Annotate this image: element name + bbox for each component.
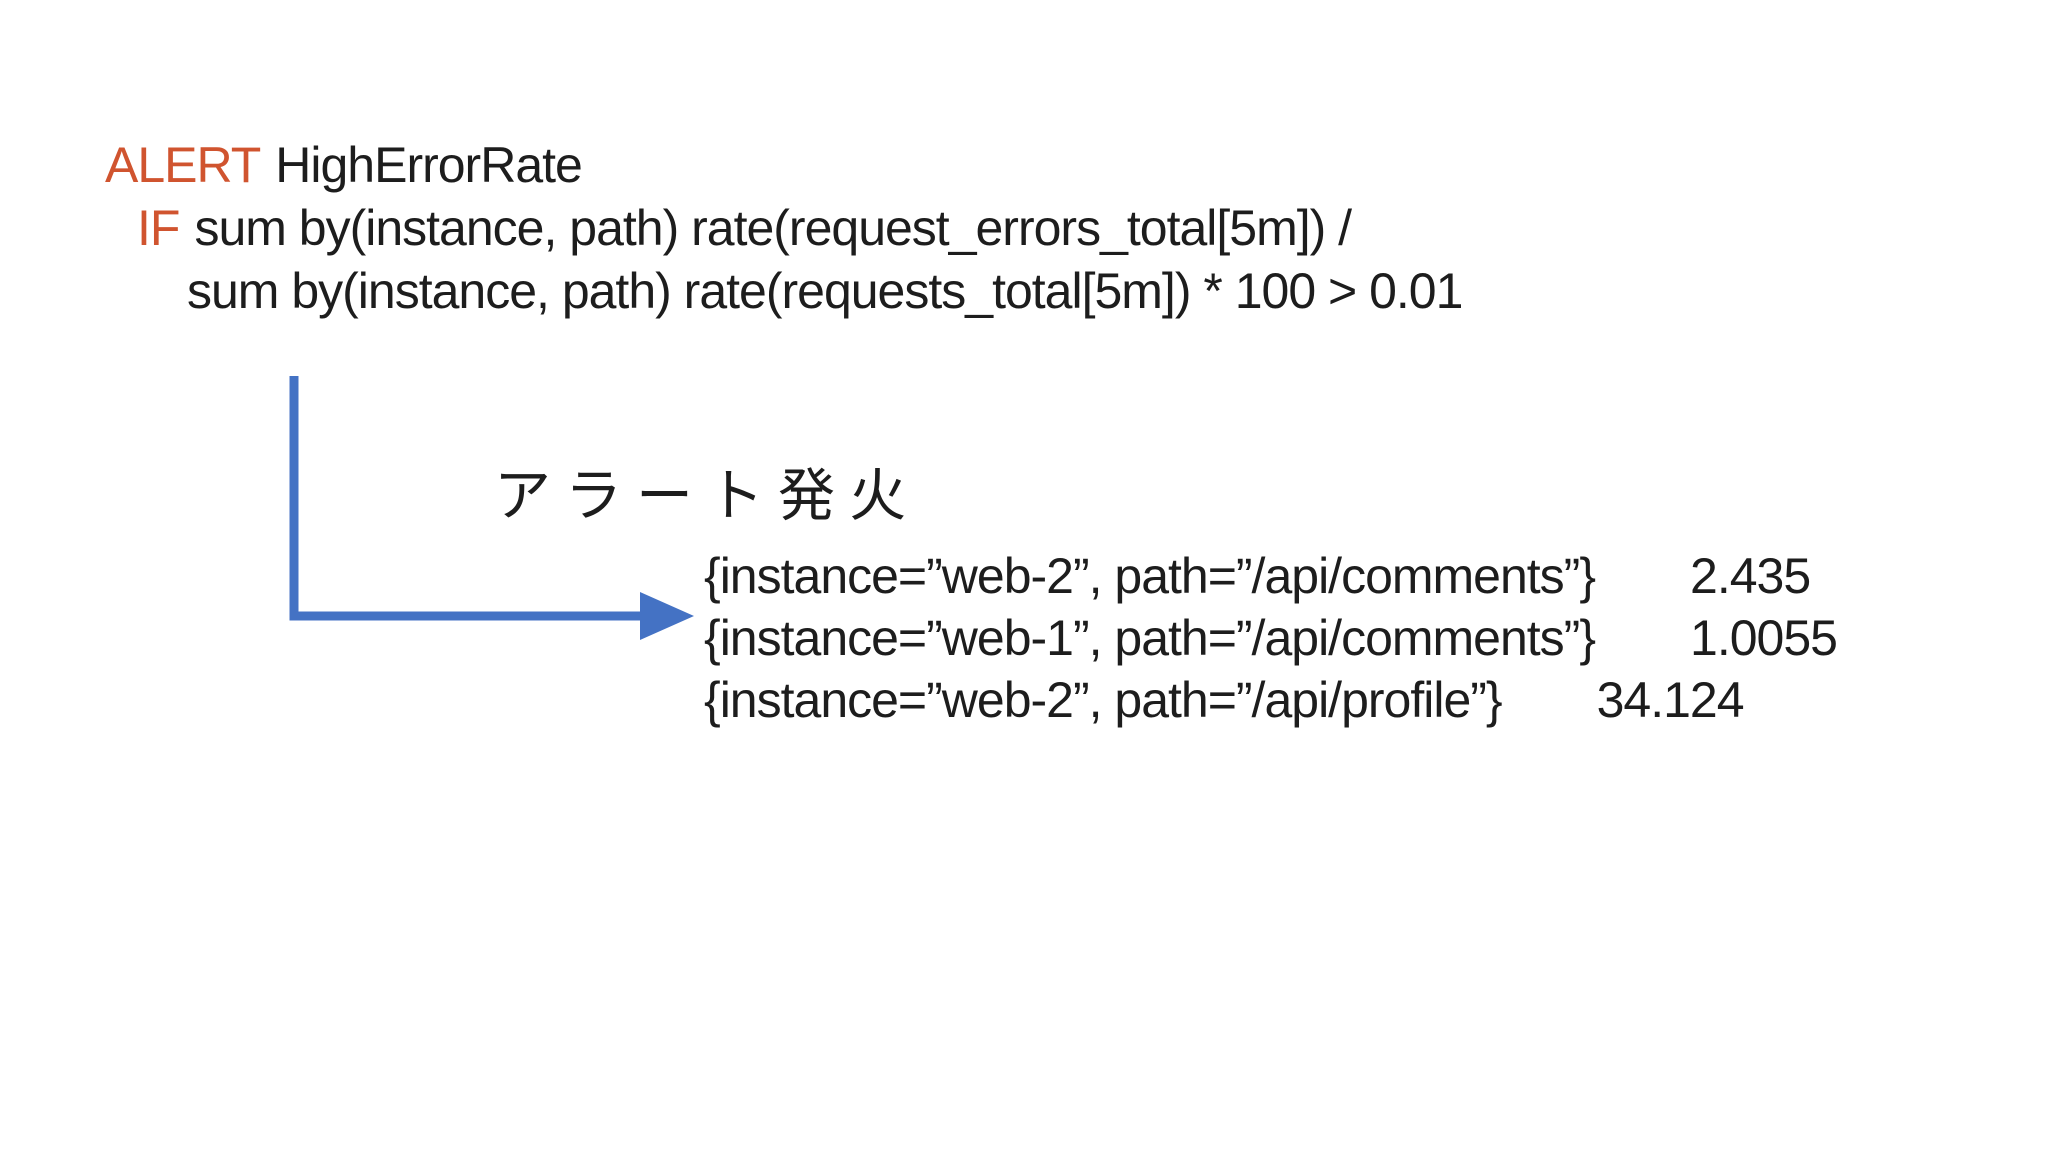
series-labels: {instance=”web-1”, path=”/api/comments”} [704, 610, 1596, 666]
elbow-arrow-line [289, 376, 644, 621]
series-value: 2.435 [1690, 548, 1811, 604]
series-row: {instance=”web-2”, path=”/api/comments”}… [704, 545, 1837, 607]
series-value: 34.124 [1596, 672, 1745, 728]
series-labels: {instance=”web-2”, path=”/api/comments”} [704, 548, 1596, 604]
elbow-arrow-head-icon [640, 592, 694, 640]
firing-series-list: {instance=”web-2”, path=”/api/comments”}… [704, 545, 1838, 731]
alert-firing-label: アラート発火 [494, 464, 920, 528]
alert-rule-line-3: sum by(instance, path) rate(requests_tot… [105, 260, 1463, 323]
alert-expression-part-1: sum by(instance, path) rate(request_erro… [194, 200, 1352, 256]
elbow-arrow [289, 376, 694, 640]
series-labels: {instance=”web-2”, path=”/api/profile”} [704, 672, 1503, 728]
if-keyword: IF [137, 200, 180, 256]
alert-keyword: ALERT [105, 137, 261, 193]
series-row: {instance=”web-1”, path=”/api/comments”}… [704, 607, 1838, 669]
alert-expression-part-2: sum by(instance, path) rate(requests_tot… [187, 263, 1463, 319]
series-row: {instance=”web-2”, path=”/api/profile”} 3… [704, 669, 1837, 731]
alert-name: HighErrorRate [275, 137, 583, 193]
series-value: 1.0055 [1690, 610, 1838, 666]
